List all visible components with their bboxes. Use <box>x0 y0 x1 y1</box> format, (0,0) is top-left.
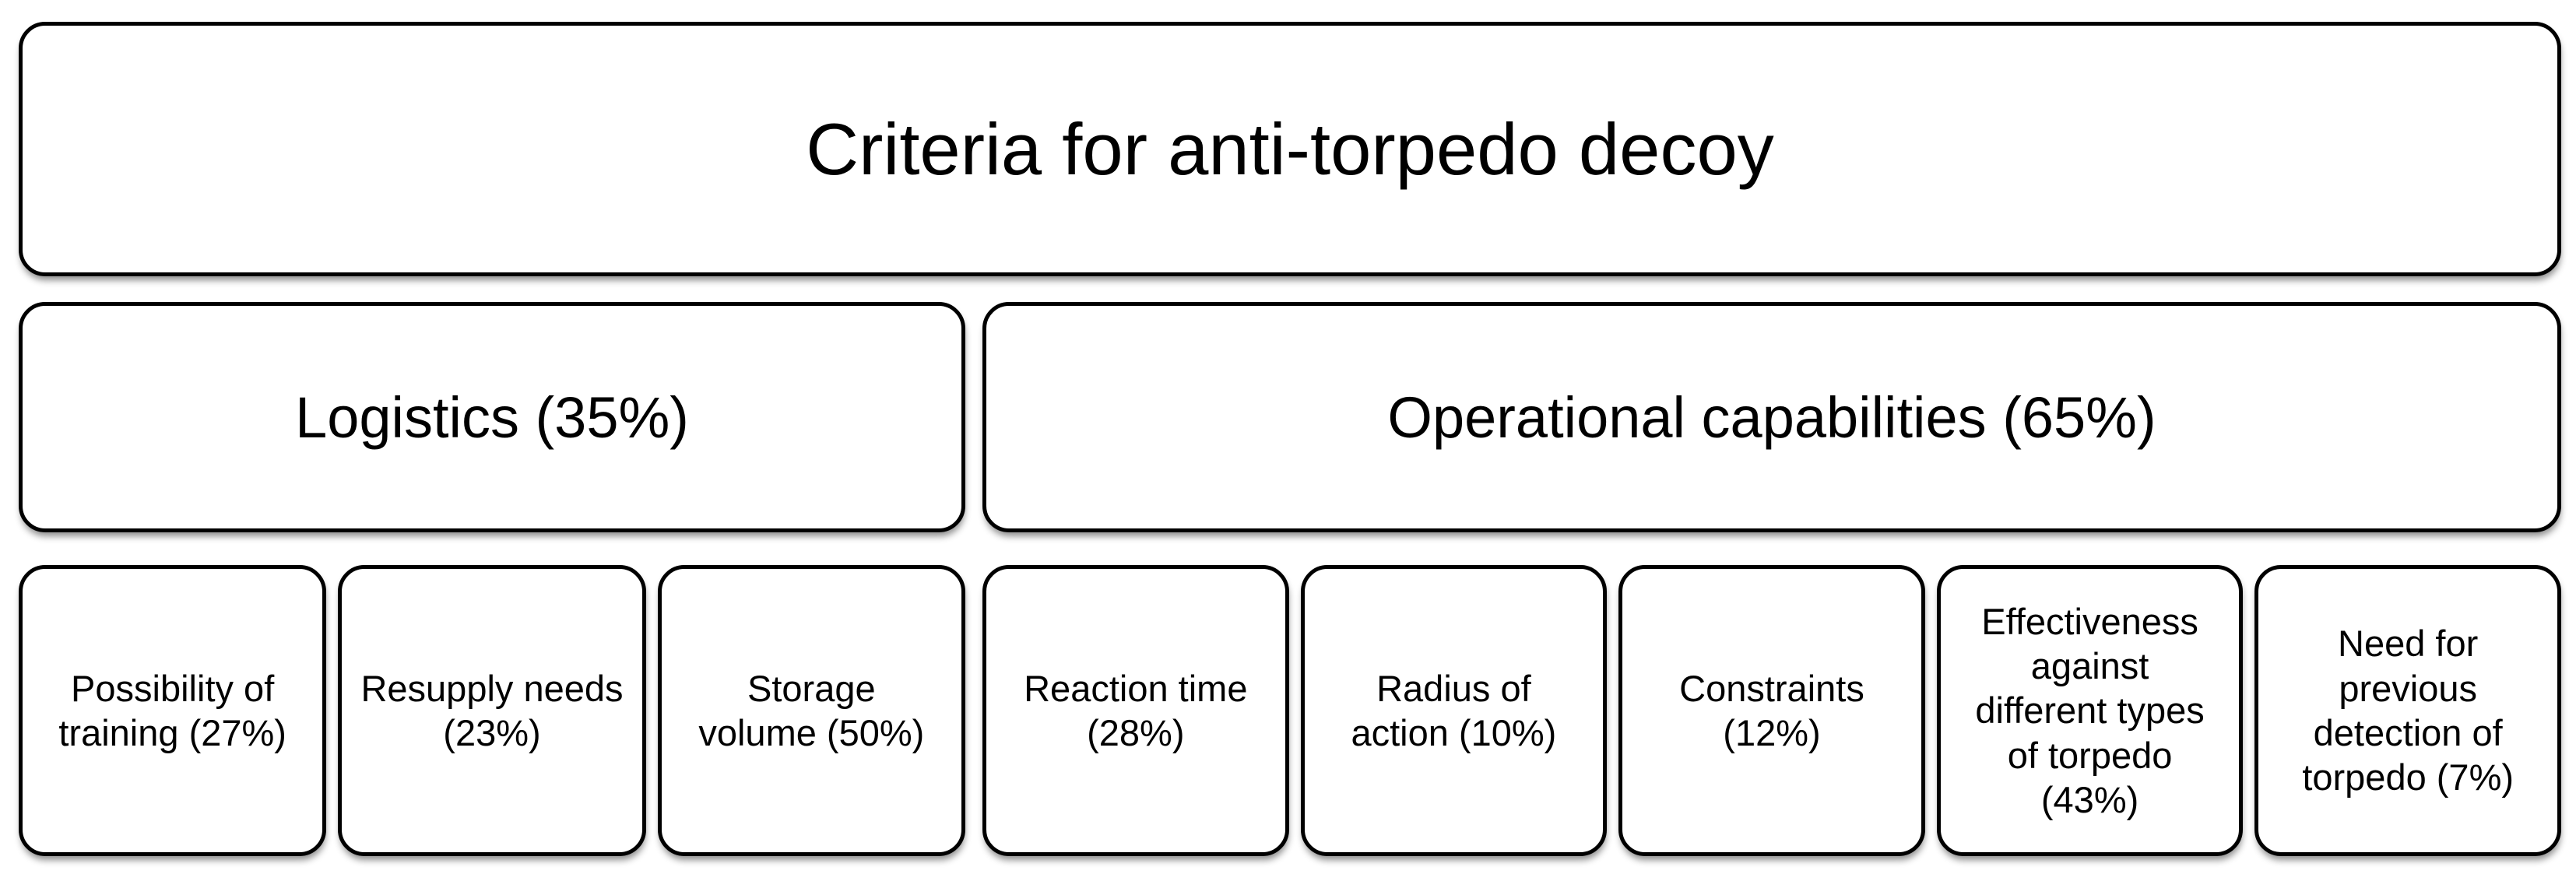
node-reaction-time-label: Reaction time (28%) <box>1024 667 1248 753</box>
node-criteria-root-label: Criteria for anti-torpedo decoy <box>806 107 1774 190</box>
group-operational-children: Reaction time (28%) Radius of action (10… <box>982 565 2561 856</box>
node-reaction-time: Reaction time (28%) <box>982 565 1289 856</box>
node-operational-capabilities-label: Operational capabilities (65%) <box>1387 384 2156 450</box>
node-effectiveness-against-torpedo-types: Effectiveness against different types of… <box>1936 565 2244 856</box>
node-need-previous-detection-label: Need for previous detection of torpedo (… <box>2302 623 2514 799</box>
node-operational-capabilities: Operational capabilities (65%) <box>982 302 2561 532</box>
node-possibility-of-training-label: Possibility of training (27%) <box>58 667 286 753</box>
node-resupply-needs: Resupply needs (23%) <box>338 565 646 856</box>
group-logistics-children: Possibility of training (27%) Resupply n… <box>19 565 965 856</box>
node-criteria-root: Criteria for anti-torpedo decoy <box>19 22 2561 276</box>
row-criteria: Possibility of training (27%) Resupply n… <box>19 565 2561 856</box>
node-logistics-label: Logistics (35%) <box>295 384 689 450</box>
node-storage-volume: Storage volume (50%) <box>657 565 965 856</box>
node-constraints: Constraints (12%) <box>1618 565 1925 856</box>
row-root: Criteria for anti-torpedo decoy <box>19 22 2561 276</box>
node-logistics: Logistics (35%) <box>19 302 965 532</box>
node-possibility-of-training: Possibility of training (27%) <box>19 565 327 856</box>
node-storage-volume-label: Storage volume (50%) <box>698 667 925 753</box>
node-resupply-needs-label: Resupply needs (23%) <box>360 667 624 753</box>
node-radius-of-action-label: Radius of action (10%) <box>1351 667 1557 753</box>
node-constraints-label: Constraints (12%) <box>1679 667 1864 753</box>
node-need-previous-detection: Need for previous detection of torpedo (… <box>2254 565 2561 856</box>
row-categories: Logistics (35%) Operational capabilities… <box>19 302 2561 532</box>
node-radius-of-action: Radius of action (10%) <box>1300 565 1608 856</box>
node-effectiveness-against-torpedo-types-label: Effectiveness against different types of… <box>1975 600 2205 820</box>
